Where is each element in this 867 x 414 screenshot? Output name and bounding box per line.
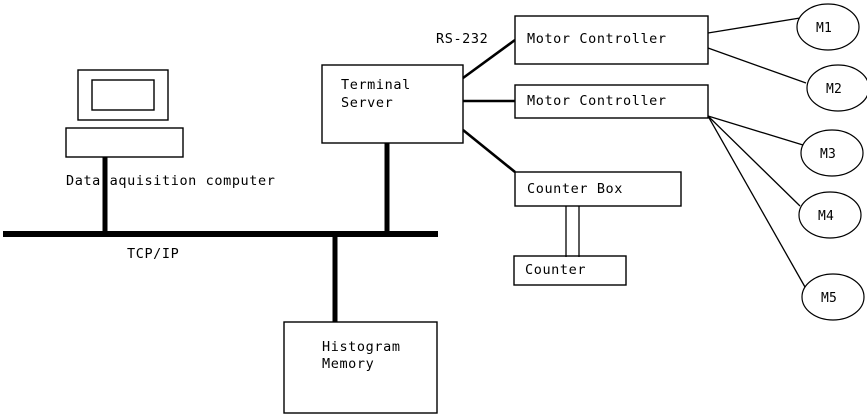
- terminal-server-to-counter-box-link: [462, 128, 516, 174]
- tcpip-bus-label: TCP/IP: [127, 246, 180, 262]
- motor-controller-1-box: [514, 15, 709, 65]
- counter-label: Counter: [525, 262, 587, 278]
- motor-m3-node: [800, 129, 864, 177]
- counter-box-box: [514, 171, 682, 207]
- motor-m5-label: M5: [821, 291, 838, 306]
- histogram-memory-label-line1: Histogram: [322, 339, 401, 355]
- motor-controller-2-box: [514, 84, 709, 119]
- motor-controller-2-to-m5-link: [707, 115, 806, 288]
- motor-m2-node: [806, 64, 867, 112]
- counter-box: [513, 255, 627, 286]
- motor-controller-1-label: Motor Controller: [527, 31, 667, 47]
- terminal-server-label-line2: Server: [341, 95, 394, 111]
- data-acquisition-computer-label: Data aquisition computer: [66, 173, 276, 189]
- motor-m5-node: [801, 273, 865, 321]
- terminal-server-to-motor-controller-1-link: [462, 38, 516, 80]
- motor-controller-2-to-m4-link: [707, 115, 801, 207]
- computer-monitor-screen: [91, 79, 155, 111]
- terminal-server-box: [321, 64, 464, 144]
- histogram-memory-label-line2: Memory: [322, 356, 375, 372]
- motor-controller-2-to-m3-link: [707, 115, 804, 146]
- computer-base-unit: [65, 127, 184, 158]
- counter-box-label: Counter Box: [527, 181, 624, 197]
- motor-m4-label: M4: [818, 209, 835, 224]
- motor-controller-1-to-m1-link: [707, 17, 801, 34]
- motor-m3-label: M3: [820, 147, 837, 162]
- rs232-link-label: RS-232: [436, 31, 489, 47]
- motor-m4-node: [798, 191, 862, 239]
- motor-controller-2-label: Motor Controller: [527, 93, 667, 109]
- motor-controller-1-to-m2-link: [707, 47, 807, 84]
- motor-m1-node: [796, 3, 860, 51]
- motor-m1-label: M1: [816, 21, 833, 36]
- motor-m2-label: M2: [826, 82, 843, 97]
- terminal-server-label-line1: Terminal: [341, 77, 411, 93]
- histogram-memory-box: [283, 321, 438, 414]
